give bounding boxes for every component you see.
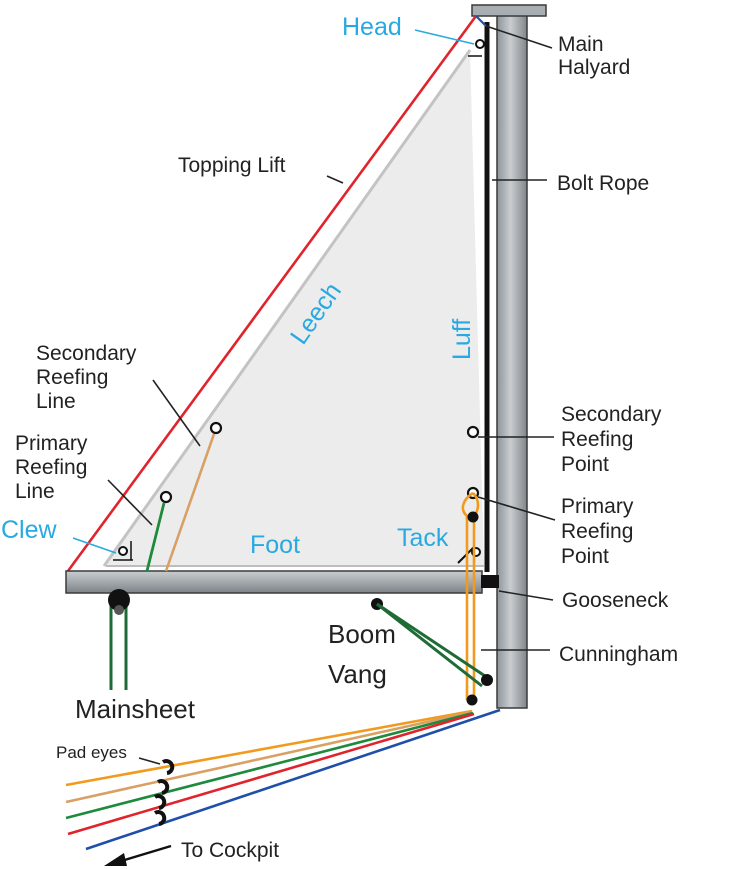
label-pad-eyes: Pad eyes bbox=[56, 743, 127, 762]
cockpit-line-green bbox=[65, 711, 474, 820]
clew-ring bbox=[118, 546, 128, 556]
label-boom-vang-1: Boom bbox=[328, 619, 396, 649]
label-gooseneck: Gooseneck bbox=[562, 589, 669, 612]
label-mainsheet: Mainsheet bbox=[75, 694, 196, 724]
clew-leader bbox=[72, 537, 117, 554]
cunningham-block-bottom bbox=[466, 694, 478, 706]
main-halyard-line bbox=[475, 15, 487, 27]
cockpit-line-orange bbox=[65, 709, 473, 787]
primary-reef-cringle-leech bbox=[159, 490, 173, 504]
label-foot: Foot bbox=[250, 531, 300, 559]
cockpit-line-blue bbox=[85, 708, 501, 851]
secondary-reef-cringle-leech bbox=[209, 421, 223, 435]
label-primary-reefing-point-3: Point bbox=[561, 545, 609, 568]
gooseneck-fitting bbox=[481, 575, 499, 588]
head-ring bbox=[475, 39, 485, 49]
label-boom-vang-2: Vang bbox=[328, 659, 387, 689]
boom-vang-block-bottom bbox=[481, 674, 493, 686]
label-main-halyard-2: Halyard bbox=[558, 56, 630, 79]
head-leader bbox=[414, 29, 475, 45]
label-main-halyard-1: Main bbox=[558, 33, 604, 56]
leech-edge bbox=[102, 49, 472, 567]
label-topping-lift: Topping Lift bbox=[178, 154, 286, 177]
cunningham-block-top bbox=[467, 511, 479, 523]
label-primary-reefing-point-2: Reefing bbox=[561, 520, 633, 543]
label-secondary-reefing-point-2: Reefing bbox=[561, 428, 633, 451]
primary-reefing-line-leader bbox=[107, 479, 153, 526]
label-secondary-reefing-point-1: Secondary bbox=[561, 403, 662, 426]
mainsheet-block bbox=[108, 589, 130, 611]
label-primary-reefing-line-1: Primary bbox=[15, 432, 88, 455]
pad-eyes-leader bbox=[138, 757, 161, 765]
label-secondary-reefing-line-1: Secondary bbox=[36, 342, 137, 365]
label-tack: Tack bbox=[397, 524, 449, 552]
topping-lift-line bbox=[66, 15, 478, 572]
secondary-reef-cringle-luff bbox=[466, 425, 480, 439]
label-primary-reefing-line-3: Line bbox=[15, 480, 55, 503]
primary-reefing-line bbox=[145, 502, 166, 572]
primary-reefing-point-leader bbox=[477, 496, 556, 521]
mainsheet-sheave bbox=[114, 605, 124, 615]
secondary-reefing-line bbox=[164, 433, 216, 572]
label-secondary-reefing-line-3: Line bbox=[36, 390, 76, 413]
cockpit-line-tan bbox=[65, 710, 473, 804]
label-head: Head bbox=[342, 13, 402, 41]
label-primary-reefing-line-2: Reefing bbox=[15, 456, 87, 479]
mainsail bbox=[106, 50, 484, 565]
label-bolt-rope: Bolt Rope bbox=[557, 172, 649, 195]
boom bbox=[65, 570, 483, 594]
mast bbox=[496, 13, 528, 709]
topping-lift-leader bbox=[326, 175, 344, 184]
label-secondary-reefing-point-3: Point bbox=[561, 453, 609, 476]
label-clew: Clew bbox=[1, 516, 58, 544]
label-to-cockpit: To Cockpit bbox=[181, 839, 279, 862]
secondary-reefing-line-leader bbox=[152, 379, 201, 447]
gooseneck-leader bbox=[498, 590, 554, 601]
main-halyard-leader bbox=[485, 25, 553, 49]
label-primary-reefing-point-1: Primary bbox=[561, 495, 634, 518]
label-cunningham: Cunningham bbox=[559, 643, 678, 666]
mast-cap bbox=[471, 4, 547, 17]
boom-vang-line-1 bbox=[376, 602, 489, 680]
label-secondary-reefing-line-2: Reefing bbox=[36, 366, 108, 389]
to-cockpit-arrow bbox=[104, 844, 172, 866]
pad-eyes bbox=[153, 759, 175, 826]
mainsheet-line bbox=[109, 603, 128, 690]
cockpit-line-red bbox=[67, 712, 475, 836]
label-luff: Luff bbox=[448, 319, 476, 360]
boom-vang-line-2 bbox=[376, 602, 483, 688]
